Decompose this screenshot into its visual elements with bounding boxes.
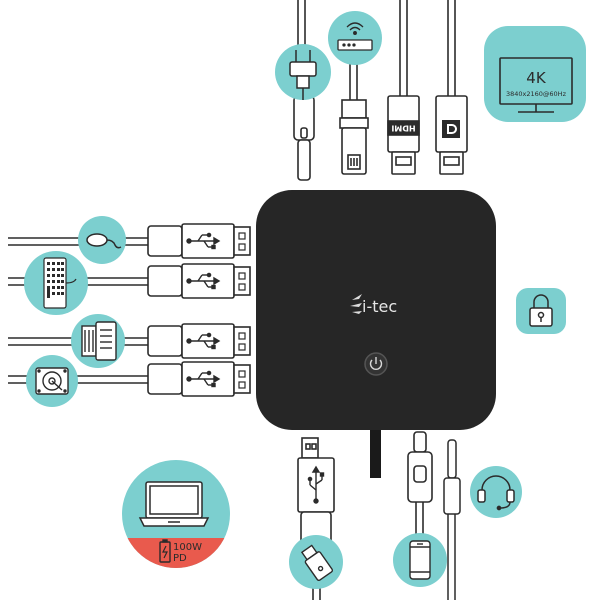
monitor-badge: 4K 3840x2160@60Hz xyxy=(484,26,586,122)
monitor-icon xyxy=(499,57,573,113)
smartphone-icon xyxy=(409,540,431,580)
usb-cable-mouse xyxy=(8,223,251,259)
audio-jack-cable xyxy=(443,439,461,600)
power-delivery-label: PD xyxy=(173,553,187,564)
resolution-detail: 3840x2160@60Hz xyxy=(506,90,567,98)
usb-cable-printer xyxy=(8,323,251,359)
router-icon xyxy=(337,22,373,51)
power-button[interactable] xyxy=(364,352,388,376)
brand-logo-text: i-tec xyxy=(362,297,397,316)
i-tec-logo: i-tec xyxy=(350,294,397,316)
displayport-icon xyxy=(442,120,460,138)
resolution-label: 4K xyxy=(526,69,547,87)
laptop-icon xyxy=(138,481,210,527)
laptop-power-badge: 100W PD xyxy=(122,460,230,568)
power-plug-badge xyxy=(275,44,331,100)
lock-icon xyxy=(529,294,553,327)
keyboard-badge xyxy=(24,251,88,315)
printer-icon xyxy=(81,321,117,361)
power-wattage: 100W xyxy=(173,542,202,553)
mouse-badge xyxy=(78,216,126,264)
hard-drive-icon xyxy=(35,367,69,395)
hdmi-cable xyxy=(387,0,420,175)
host-cable xyxy=(370,430,381,478)
hard-drive-badge xyxy=(26,355,78,407)
usb-stick-icon xyxy=(300,544,334,582)
headset-badge xyxy=(470,466,522,518)
kensington-lock-badge xyxy=(516,288,566,334)
router-badge xyxy=(328,11,382,65)
usb-c-cable-phone xyxy=(407,431,433,548)
power-button-icon xyxy=(369,357,383,370)
hdmi-label: HDMI xyxy=(391,124,415,133)
keyboard-icon xyxy=(43,257,77,309)
ethernet-cable xyxy=(339,60,369,175)
plug-icon xyxy=(289,50,317,100)
printer-badge xyxy=(71,314,125,368)
usb-symbol-icon xyxy=(307,465,325,504)
flash-drive-badge xyxy=(289,535,343,589)
headset-icon xyxy=(477,475,515,511)
docking-station: i-tec xyxy=(256,190,496,430)
smartphone-badge xyxy=(393,533,447,587)
displayport-cable xyxy=(435,0,468,175)
battery-icon xyxy=(159,539,171,563)
mouse-icon xyxy=(86,233,122,249)
